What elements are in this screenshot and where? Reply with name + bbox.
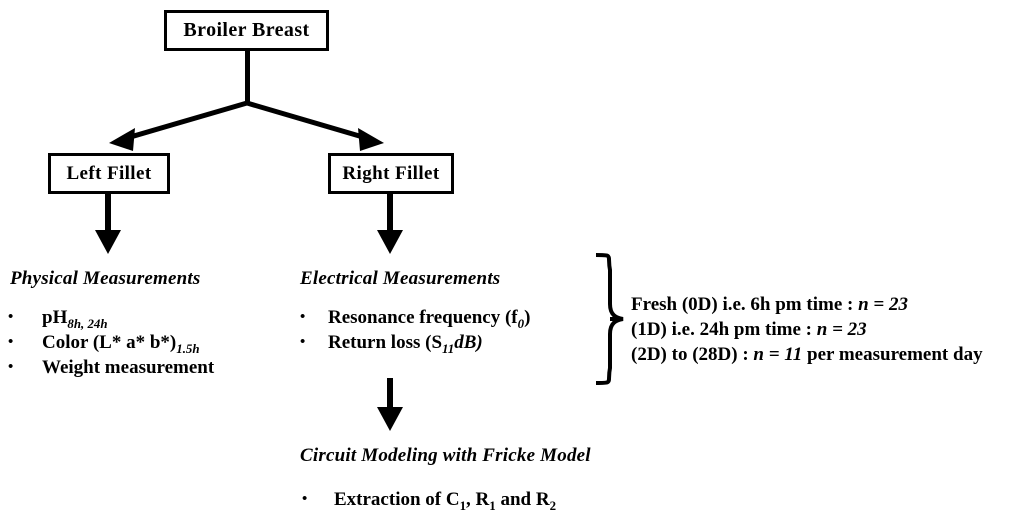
item-returnloss-subscript: 11 [442, 340, 455, 356]
item-extraction-sub1: 1 [459, 497, 467, 513]
item-resonance-subscript: 0 [517, 315, 525, 331]
item-extraction-sub2: 1 [489, 497, 496, 513]
list-physical-measurements: pH8h, 24h Color (L* a* b*)1.5h Weight me… [0, 305, 214, 380]
node-left-fillet-label: Left Fillet [66, 162, 152, 184]
item-color-text: Color (L* a* b*) [42, 332, 177, 353]
legend-line: (1D) i.e. 24h pm time : n = 23 [631, 317, 1023, 342]
item-extraction-mid2: and R [495, 489, 550, 510]
node-broiler-breast-label: Broiler Breast [183, 19, 310, 41]
item-weight-text: Weight measurement [42, 357, 215, 378]
node-left-fillet: Left Fillet [48, 153, 170, 194]
legend-line: Fresh (0D) i.e. 6h pm time : n = 23 [631, 292, 1023, 317]
node-right-fillet: Right Fillet [328, 153, 454, 194]
list-circuit-modeling: Extraction of C1, R1 and R2 [296, 487, 556, 512]
item-color-subscript: 1.5h [176, 340, 200, 356]
node-broiler-breast: Broiler Breast [164, 10, 329, 51]
legend-line: (2D) to (28D) : n = 11 per measurement d… [631, 342, 1023, 367]
legend-line-0-plain1: Fresh (0D) i.e. 6h pm time : [631, 294, 859, 315]
list-item: Resonance frequency (f0) [296, 305, 530, 330]
item-ph-subscript: 8h, 24h [67, 315, 108, 331]
legend-line-1-italic: n = 23 [816, 319, 867, 340]
legend-line-2-italic: n = 11 [753, 344, 803, 365]
item-returnloss-tail: dB) [454, 332, 483, 353]
curly-brace-grouping-icon [595, 253, 624, 385]
item-resonance-text: Resonance frequency (f [328, 307, 518, 328]
connector-root-stem [245, 50, 250, 104]
legend-line-2-plain1: (2D) to (28D) : [631, 344, 754, 365]
sampling-legend: Fresh (0D) i.e. 6h pm time : n = 23 (1D)… [631, 292, 1023, 367]
list-item: Color (L* a* b*)1.5h [0, 330, 214, 355]
list-electrical-measurements: Resonance frequency (f0) Return loss (S1… [296, 305, 530, 355]
item-extraction-sub3: 2 [549, 497, 557, 513]
node-right-fillet-label: Right Fillet [342, 162, 440, 184]
list-item: Extraction of C1, R1 and R2 [296, 487, 556, 512]
item-extraction-mid: , R [466, 489, 490, 510]
heading-physical-measurements: Physical Measurements [10, 268, 201, 289]
legend-line-1-plain1: (1D) i.e. 24h pm time : [631, 319, 817, 340]
heading-electrical-measurements: Electrical Measurements [300, 268, 501, 289]
item-resonance-tail: ) [524, 307, 531, 328]
legend-line-2-plain2: per measurement day [802, 344, 983, 365]
item-returnloss-text: Return loss (S [328, 332, 443, 353]
list-item: pH8h, 24h [0, 305, 214, 330]
list-item: Return loss (S11dB) [296, 330, 530, 355]
item-ph-text: pH [42, 307, 68, 328]
list-item: Weight measurement [0, 355, 214, 380]
legend-line-0-italic: n = 23 [858, 294, 908, 315]
item-extraction-prefix: Extraction of C [334, 489, 460, 510]
heading-circuit-modeling: Circuit Modeling with Fricke Model [300, 445, 591, 466]
